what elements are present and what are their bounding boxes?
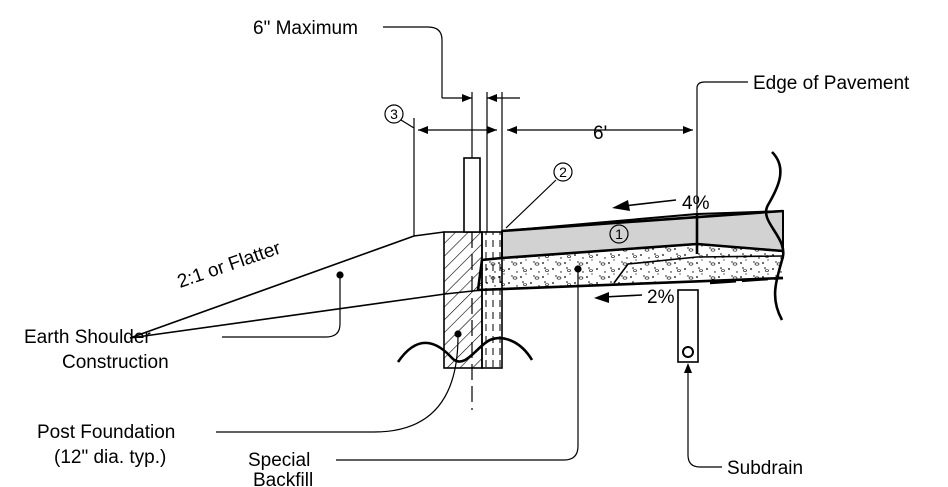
side-slope-label: 2:1 or Flatter (175, 238, 284, 293)
max-spacing-label: 6" Maximum (253, 18, 358, 39)
guardrail-post (463, 92, 481, 410)
slope-arrow-bottom (594, 292, 643, 303)
post-foundation-label-line1: Post Foundation (37, 422, 175, 443)
leader-lines (216, 26, 748, 468)
callout-1: 1 (609, 224, 629, 244)
slope-arrow-top (612, 199, 677, 211)
post-foundation-label-line2: (12" dia. typ.) (54, 447, 166, 468)
subdrain-label: Subdrain (727, 458, 803, 479)
pavement-break-line (764, 151, 785, 321)
special-backfill-label-line1: Special (248, 450, 310, 471)
special-backfill-label-line2: Backfill (253, 470, 313, 487)
callout-1-number: 1 (615, 226, 623, 242)
dimension-lines (413, 92, 698, 236)
post-foundation (443, 231, 503, 369)
subdrain-pipe (682, 346, 694, 358)
callout-3-number: 3 (390, 106, 398, 122)
edge-of-pavement-label: Edge of Pavement (753, 73, 910, 94)
callout-3: 3 (384, 104, 404, 124)
subdrain (677, 289, 699, 363)
callout-2-number: 2 (559, 164, 567, 180)
top-cross-slope-label: 4% (682, 193, 710, 214)
earth-shoulder-label-line2: Construction (62, 352, 169, 373)
width-dimension-label: 6' (593, 123, 607, 144)
bottom-cross-slope-label: 2% (647, 287, 675, 308)
callout-2: 2 (553, 162, 573, 182)
earth-shoulder-label-line1: Earth Shoulder (24, 327, 151, 348)
ground-break-line (396, 336, 534, 363)
